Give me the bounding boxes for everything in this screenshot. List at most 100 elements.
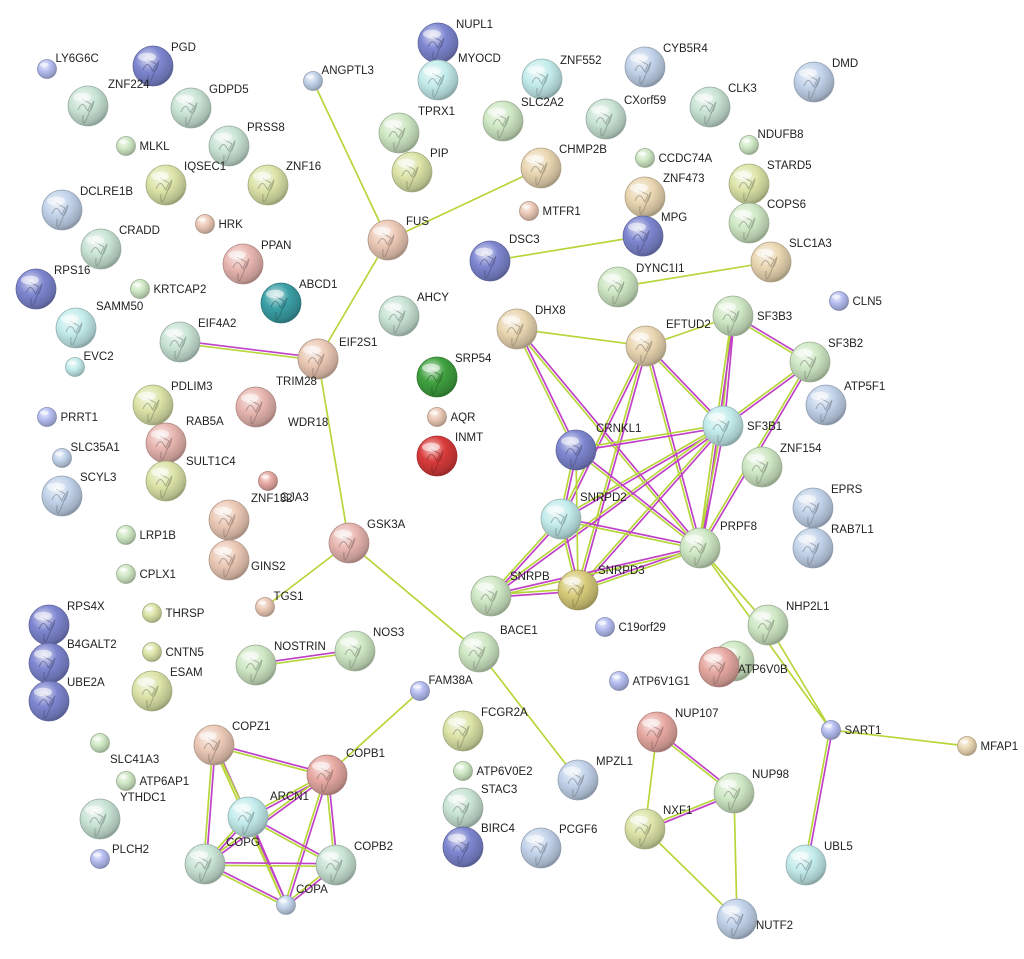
node-sphere[interactable] — [410, 681, 430, 701]
node-sphere[interactable] — [116, 525, 136, 545]
node-sphere[interactable] — [208, 499, 250, 541]
node-sphere[interactable] — [52, 448, 72, 468]
node-sphere[interactable] — [55, 307, 97, 349]
node-prrt1[interactable]: PRRT1 — [37, 407, 99, 427]
node-sphere[interactable] — [635, 148, 655, 168]
node-sphere[interactable] — [235, 644, 277, 686]
node-sphere[interactable] — [622, 215, 664, 257]
node-sphere[interactable] — [306, 754, 348, 796]
node-znf473[interactable]: ZNF473 — [624, 173, 705, 218]
node-sphere[interactable] — [416, 435, 458, 477]
node-arcn1[interactable]: ARCN1 — [227, 791, 309, 838]
node-sphere[interactable] — [496, 308, 538, 350]
node-wdr18[interactable]: WDR18 — [235, 386, 328, 429]
node-sphere[interactable] — [195, 214, 215, 234]
node-sphere[interactable] — [540, 498, 582, 540]
node-sphere[interactable] — [702, 405, 744, 447]
node-sphere[interactable] — [193, 724, 235, 766]
node-gins2[interactable]: GINS2 — [208, 539, 286, 581]
node-snrpd3[interactable]: SNRPD3 — [557, 565, 645, 611]
node-cxorf59[interactable]: CXorf59 — [585, 95, 666, 140]
node-atp6ap1[interactable]: ATP6AP1 — [116, 771, 190, 791]
node-sphere[interactable] — [585, 98, 627, 140]
node-sphere[interactable] — [821, 720, 841, 740]
node-znf552[interactable]: ZNF552 — [521, 55, 602, 100]
node-sphere[interactable] — [442, 787, 484, 829]
node-tprx1[interactable]: TPRX1 — [378, 106, 455, 154]
node-sphere[interactable] — [79, 798, 121, 840]
node-sphere[interactable] — [90, 849, 110, 869]
node-sphere[interactable] — [713, 772, 755, 814]
node-atp6v1g1[interactable]: ATP6V1G1 — [609, 671, 690, 691]
node-gja3[interactable]: GJA3 — [258, 471, 309, 505]
node-ccdc74a[interactable]: CCDC74A — [635, 148, 713, 168]
node-sphere[interactable] — [297, 338, 339, 380]
node-sphere[interactable] — [728, 163, 770, 205]
node-sphere[interactable] — [595, 617, 615, 637]
node-sart1[interactable]: SART1 — [821, 720, 882, 740]
node-slc41a3[interactable]: SLC41A3 — [90, 733, 160, 767]
node-sphere[interactable] — [739, 135, 759, 155]
node-sphere[interactable] — [609, 671, 629, 691]
node-ube2a[interactable]: UBE2A — [28, 677, 105, 722]
node-sphere[interactable] — [208, 125, 250, 167]
node-sphere[interactable] — [391, 151, 433, 193]
node-sf3b1[interactable]: SF3B1 — [702, 405, 782, 447]
node-cops6[interactable]: COPS6 — [728, 199, 806, 244]
node-sphere[interactable] — [416, 356, 458, 398]
node-hrk[interactable]: HRK — [195, 214, 244, 234]
node-sphere[interactable] — [116, 564, 136, 584]
node-sphere[interactable] — [276, 895, 296, 915]
node-sphere[interactable] — [315, 844, 357, 886]
node-sphere[interactable] — [458, 631, 500, 673]
node-sphere[interactable] — [442, 710, 484, 752]
node-sphere[interactable] — [65, 357, 85, 377]
node-sphere[interactable] — [785, 844, 827, 886]
node-cyb5r4[interactable]: CYB5R4 — [624, 43, 708, 88]
node-sphere[interactable] — [255, 597, 275, 617]
node-stard5[interactable]: STARD5 — [728, 160, 812, 205]
node-stac3[interactable]: STAC3 — [442, 784, 517, 829]
node-myocd[interactable]: MYOCD — [417, 53, 501, 101]
node-eprs[interactable]: EPRS — [792, 484, 863, 529]
node-sphere[interactable] — [792, 527, 834, 569]
node-atp5f1[interactable]: ATP5F1 — [805, 381, 885, 426]
node-copg[interactable]: COPG — [184, 837, 260, 885]
node-ndufb8[interactable]: NDUFB8 — [739, 129, 804, 155]
node-dsc3[interactable]: DSC3 — [469, 234, 540, 282]
node-gdpd5[interactable]: GDPD5 — [170, 84, 249, 129]
node-sphere[interactable] — [624, 808, 666, 850]
node-sphere[interactable] — [130, 279, 150, 299]
node-nup107[interactable]: NUP107 — [636, 708, 718, 753]
node-sphere[interactable] — [679, 527, 721, 569]
node-rps16[interactable]: RPS16 — [15, 265, 90, 310]
node-rab7l1[interactable]: RAB7L1 — [792, 524, 874, 569]
node-evc2[interactable]: EVC2 — [65, 351, 114, 377]
node-sphere[interactable] — [636, 711, 678, 753]
node-fam38a[interactable]: FAM38A — [410, 675, 473, 701]
node-sphere[interactable] — [28, 642, 70, 684]
node-sphere[interactable] — [520, 827, 562, 869]
node-znf16[interactable]: ZNF16 — [247, 161, 321, 206]
node-sphere[interactable] — [235, 386, 277, 428]
node-sphere[interactable] — [557, 569, 599, 611]
node-sphere[interactable] — [222, 243, 264, 285]
node-sphere[interactable] — [247, 164, 289, 206]
node-cplx1[interactable]: CPLX1 — [116, 564, 176, 584]
node-sphere[interactable] — [624, 46, 666, 88]
node-tgs1[interactable]: TGS1 — [255, 591, 304, 617]
node-sphere[interactable] — [417, 22, 459, 64]
node-atp6v0e2[interactable]: ATP6V0E2 — [453, 761, 533, 781]
node-sphere[interactable] — [116, 771, 136, 791]
node-sf3b2[interactable]: SF3B2 — [789, 338, 863, 383]
node-nos3[interactable]: NOS3 — [334, 627, 404, 672]
node-cradd[interactable]: CRADD — [80, 225, 160, 270]
node-plch2[interactable]: PLCH2 — [90, 844, 150, 869]
node-nhp2l1[interactable]: NHP2L1 — [747, 601, 829, 646]
node-clk3[interactable]: CLK3 — [689, 83, 757, 128]
node-mtfr1[interactable]: MTFR1 — [519, 201, 581, 221]
node-ly6g6c[interactable]: LY6G6C — [37, 53, 99, 79]
node-sphere[interactable] — [470, 575, 512, 617]
node-sphere[interactable] — [728, 202, 770, 244]
node-ythdc1[interactable]: YTHDC1 — [79, 792, 166, 840]
